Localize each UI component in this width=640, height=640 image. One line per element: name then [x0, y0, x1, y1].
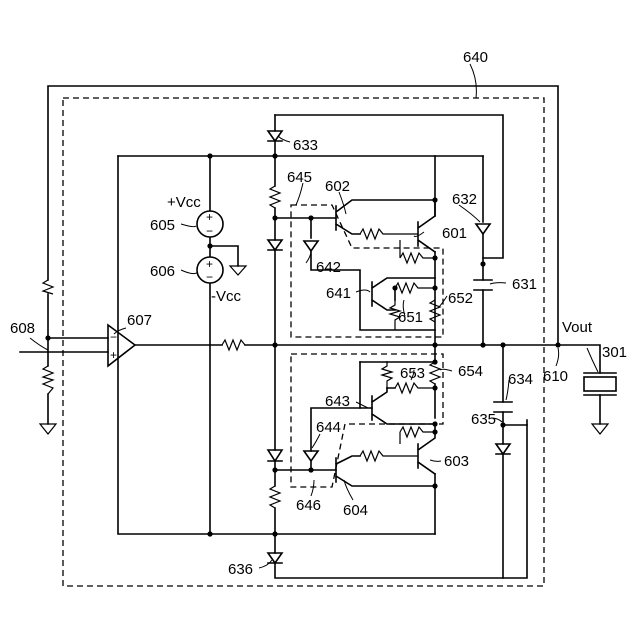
- transistor-604: [336, 456, 435, 486]
- resistor-653-upper: [395, 383, 435, 393]
- supply-ground: [230, 266, 246, 275]
- diode-635: [496, 444, 510, 454]
- label-646: 646: [296, 497, 321, 514]
- label-634: 634: [508, 371, 533, 388]
- node: [432, 255, 437, 260]
- resistor-653-vertical: [382, 362, 392, 388]
- supply-606-plus: +: [206, 257, 213, 271]
- resistor-upper-emitter: [360, 229, 418, 239]
- label-633: 633: [293, 137, 318, 154]
- label-632: 632: [452, 191, 477, 208]
- label-606: 606: [150, 263, 175, 280]
- label-651: 651: [398, 309, 423, 326]
- input-resistor-top: [43, 280, 53, 294]
- label-608: 608: [10, 320, 35, 337]
- transistor-602: [336, 200, 435, 234]
- label-645: 645: [287, 169, 312, 186]
- label-636: 636: [228, 561, 253, 578]
- transistor-643: [372, 388, 435, 424]
- node: [480, 342, 485, 347]
- diode-636: [268, 553, 282, 563]
- resistor-651-upper: [395, 283, 435, 293]
- label-601: 601: [442, 225, 467, 242]
- label-643: 643: [325, 393, 350, 410]
- node: [207, 153, 212, 158]
- diode-642: [304, 241, 318, 251]
- input-ground: [40, 424, 56, 434]
- resistor-lower-emitter: [360, 451, 418, 461]
- label-605: 605: [150, 217, 175, 234]
- label-vcc-neg: -Vcc: [211, 288, 242, 305]
- load-301: [584, 377, 616, 391]
- label-vcc-pos: +Vcc: [167, 194, 201, 211]
- diode-upper-bias: [268, 240, 282, 250]
- label-301: 301: [602, 344, 627, 361]
- opamp-output-resistor: [222, 340, 245, 350]
- label-642: 642: [316, 259, 341, 276]
- capacitor-631: [474, 280, 492, 290]
- node: [207, 531, 212, 536]
- label-641: 641: [326, 285, 351, 302]
- bias-resistor-upper: [270, 186, 280, 208]
- supply-605-plus: +: [206, 210, 213, 224]
- node: [272, 153, 277, 158]
- node: [432, 285, 437, 290]
- bias-resistor-lower: [270, 486, 280, 508]
- output-ground: [592, 424, 608, 434]
- diode-633: [268, 131, 282, 141]
- diode-lower-bias: [268, 450, 282, 461]
- label-652: 652: [448, 290, 473, 307]
- node: [432, 359, 437, 364]
- label-635: 635: [471, 411, 496, 428]
- label-644: 644: [316, 419, 341, 436]
- diode-644: [304, 451, 318, 461]
- input-resistor-bottom: [43, 366, 53, 394]
- label-603: 603: [444, 453, 469, 470]
- label-610: 610: [543, 368, 568, 385]
- node: [392, 285, 397, 290]
- node: [480, 261, 485, 266]
- node: [555, 342, 560, 347]
- opamp-plus-sign: +: [110, 348, 117, 362]
- transistor-643-base-wire: [360, 362, 372, 408]
- supply-606-minus: −: [206, 270, 213, 284]
- node: [432, 483, 437, 488]
- diode-632: [476, 224, 490, 234]
- label-640: 640: [463, 49, 488, 66]
- node: [308, 215, 313, 220]
- label-vout: Vout: [562, 319, 593, 336]
- node: [432, 197, 437, 202]
- capacitor-634: [494, 402, 512, 412]
- node: [432, 385, 437, 390]
- node: [272, 342, 277, 347]
- node: [207, 243, 212, 248]
- transistor-601: [418, 200, 435, 252]
- resistor-654: [430, 362, 440, 384]
- node: [432, 429, 437, 434]
- label-604: 604: [343, 502, 368, 519]
- feedback-wire: [48, 86, 558, 345]
- label-607: 607: [127, 312, 152, 329]
- node: [272, 531, 277, 536]
- node: [500, 342, 505, 347]
- label-602: 602: [325, 178, 350, 195]
- supply-605-minus: −: [206, 224, 213, 238]
- label-653: 653: [400, 365, 425, 382]
- label-631: 631: [512, 276, 537, 293]
- label-654: 654: [458, 363, 483, 380]
